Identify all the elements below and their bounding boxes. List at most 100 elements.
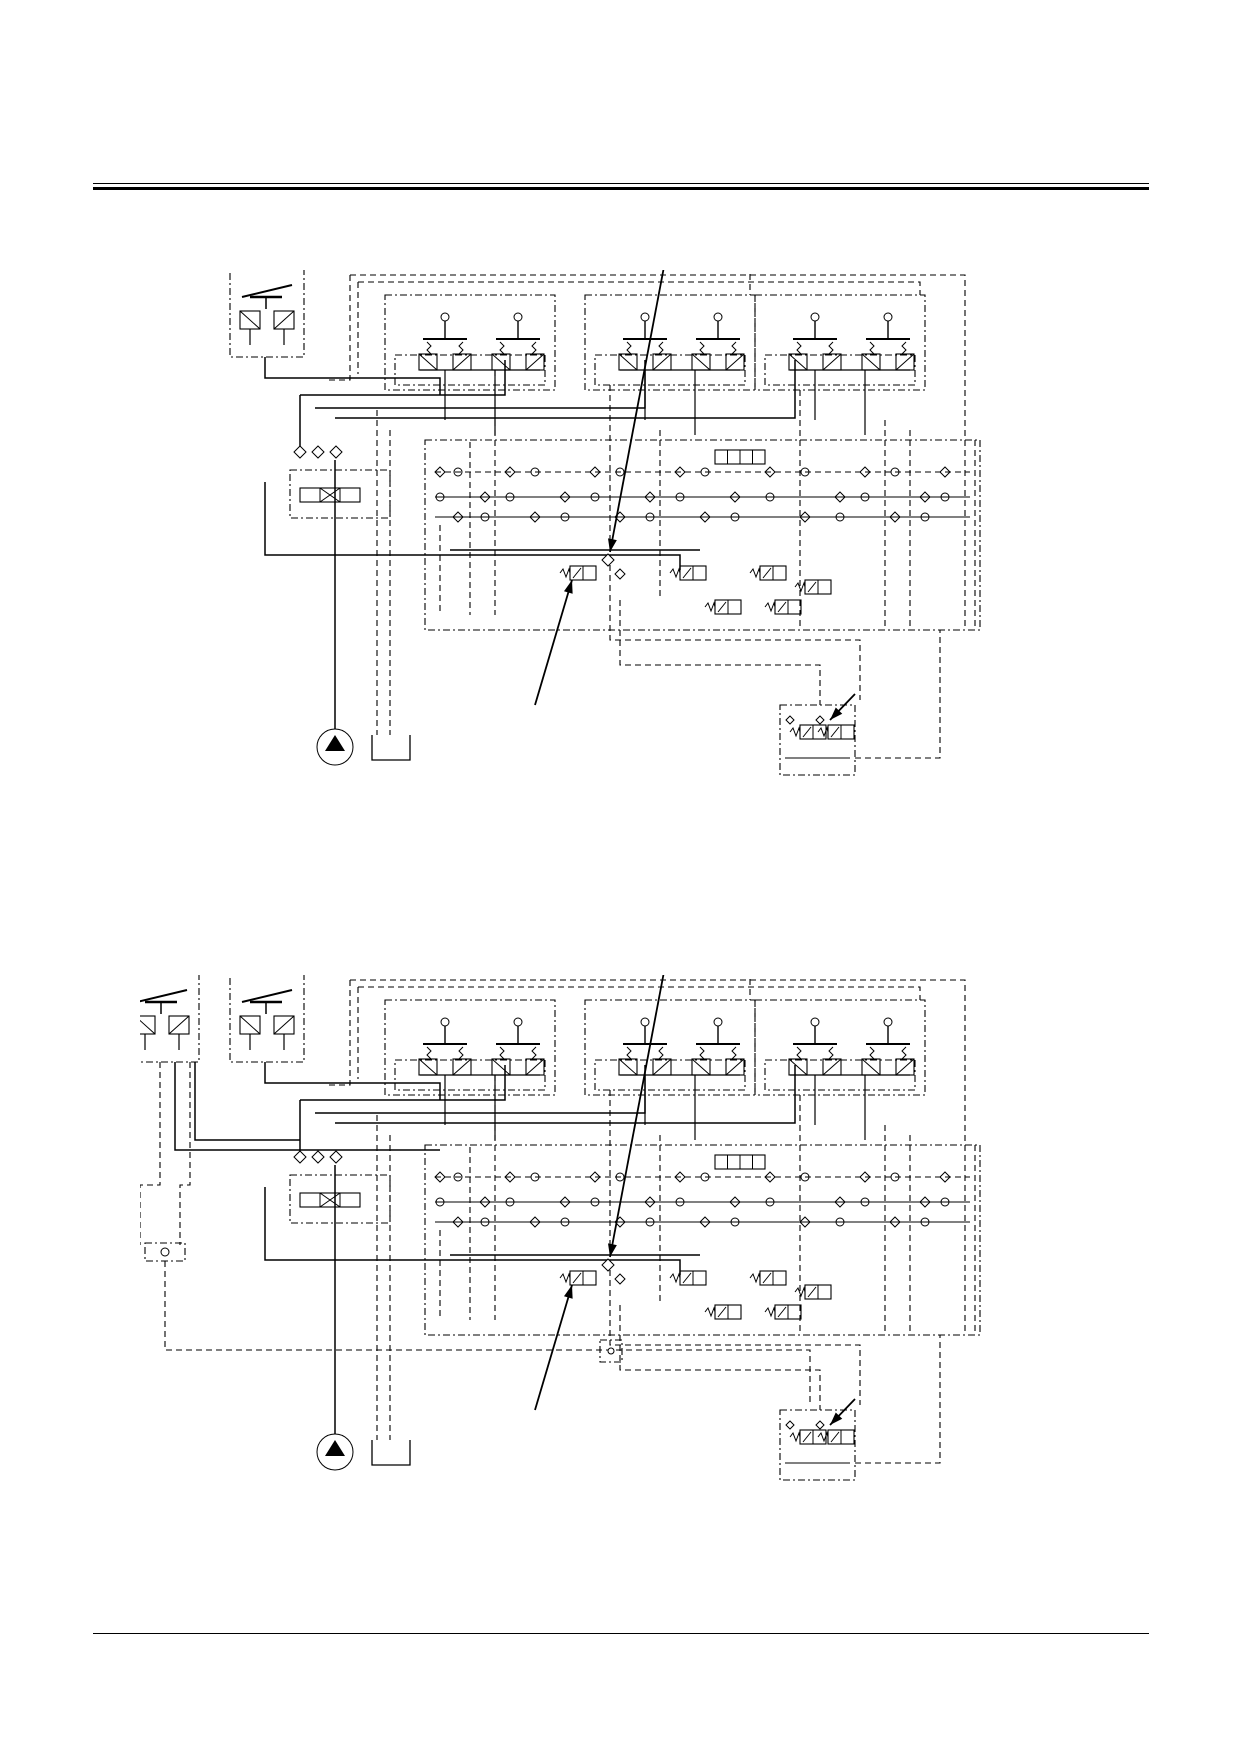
pressure-line — [682, 1272, 692, 1284]
joystick-1b-knob — [513, 1017, 523, 1027]
callout-arrow-bottom — [534, 579, 573, 706]
junction-box — [599, 1339, 623, 1363]
pressure-line — [319, 487, 341, 503]
pressure-line — [572, 1272, 582, 1284]
accessory-solenoid-1-spring — [789, 1431, 801, 1443]
solenoid-valve-3-spring — [749, 1272, 761, 1284]
joystick-1b-spring-l — [499, 341, 505, 355]
pilot-pedal-a-valve-left-mark — [239, 1015, 261, 1035]
solenoid-valve-4-spring — [794, 1286, 806, 1298]
pilot-pedal-a-valve-right-mark — [273, 310, 295, 330]
joystick-2b-spring-l — [699, 341, 705, 355]
pressure-line — [491, 353, 511, 371]
pressure-line — [861, 353, 881, 371]
pressure-line — [717, 1306, 727, 1318]
check-valve-symbol — [614, 1273, 626, 1285]
solenoid-valve-4-spring — [794, 581, 806, 593]
pressure-line — [895, 1058, 915, 1076]
joystick-3a-spring-r — [828, 341, 834, 355]
pressure-line — [861, 1058, 881, 1076]
pilot-line — [609, 1090, 861, 1405]
joystick-1a-spring-r — [458, 1046, 464, 1060]
pressure-line — [264, 1062, 441, 1100]
pilot-line — [140, 1062, 161, 1245]
header-rule-thin — [93, 183, 1149, 184]
pilot-line — [609, 385, 861, 700]
tank-symbol — [371, 735, 411, 761]
joystick-2b-knob — [713, 312, 723, 322]
pressure-line — [802, 1431, 812, 1443]
pressure-line — [335, 360, 796, 419]
pressure-line — [762, 567, 772, 579]
pressure-line — [652, 353, 672, 371]
solenoid-valve-5-spring — [704, 601, 716, 613]
accessory-solenoid-1-spring — [789, 726, 801, 738]
pressure-line — [830, 726, 840, 738]
pressure-line — [822, 1058, 842, 1076]
pilot-line — [619, 600, 821, 705]
pilot-pedal-b-valve-right-mark — [168, 1015, 190, 1035]
callout-arrow-bottom-head — [563, 1285, 573, 1299]
pilot-pedal-a-lever — [241, 989, 293, 1003]
pressure-line — [777, 601, 787, 613]
pressure-line — [802, 726, 812, 738]
pressure-line — [725, 1058, 745, 1076]
solenoid-valve-1-spring — [559, 567, 571, 579]
pressure-line — [691, 1058, 711, 1076]
joystick-2b-spring-r — [731, 1046, 737, 1060]
schematic-svg-upper — [229, 270, 981, 776]
joystick-group-1 — [384, 999, 556, 1096]
pilot-line — [619, 1305, 821, 1410]
solenoid-valve-1-spring — [559, 1272, 571, 1284]
check-valve-symbol — [815, 715, 825, 725]
pilot-pedal-b-valve-left-mark — [140, 1019, 156, 1035]
tank-symbol — [371, 1440, 411, 1466]
check-valve-symbol — [785, 715, 795, 725]
hydraulic-schematic-upper — [140, 270, 1115, 890]
pilot-pedal-a-valve-right-mark — [273, 1015, 295, 1035]
pressure-line — [300, 360, 506, 396]
pilot-line — [350, 274, 966, 630]
solenoid-valve-5-spring — [704, 1306, 716, 1318]
pilot-pedal-b-lever — [140, 989, 188, 1003]
joystick-3a-knob — [810, 1017, 820, 1027]
callout-arrow-bottom-head — [563, 580, 573, 594]
joystick-2b-knob — [713, 1017, 723, 1027]
joystick-1a-spring-l — [426, 341, 432, 355]
joystick-3a-spring-l — [796, 1046, 802, 1060]
pressure-line — [717, 601, 727, 613]
joystick-2a-spring-r — [658, 1046, 664, 1060]
control-valve-manifold — [424, 439, 981, 631]
pressure-line — [315, 1065, 646, 1114]
callout-arrow-accessory-head — [830, 707, 843, 720]
callout-arrow-bottom — [534, 1284, 573, 1411]
pilot-line — [164, 1261, 811, 1405]
check-valve-symbol — [329, 445, 343, 459]
joystick-3a-spring-r — [828, 1046, 834, 1060]
pressure-line — [315, 360, 646, 409]
solenoid-valve-2-spring — [669, 1272, 681, 1284]
pilot-line — [350, 979, 966, 1335]
accessory-valve-box — [779, 704, 856, 776]
pressure-line — [807, 581, 817, 593]
pressure-line — [525, 1058, 545, 1076]
pressure-line — [618, 1058, 638, 1076]
pressure-line — [725, 353, 745, 371]
pressure-line — [264, 482, 438, 556]
accessory-solenoid-2-spring — [817, 726, 829, 738]
joystick-1a-knob — [440, 312, 450, 322]
callout-arrow-top — [609, 975, 665, 1258]
pilot-pedal-a-valve-left-mark — [239, 310, 261, 330]
pressure-line — [777, 1306, 787, 1318]
joystick-1b-spring-l — [499, 1046, 505, 1060]
check-valve-symbol — [293, 1150, 307, 1164]
shuttle-valve-focus — [601, 553, 615, 567]
joystick-3b-knob — [883, 1017, 893, 1027]
pressure-line — [319, 1192, 341, 1208]
pilot-pedal-a-frame — [229, 975, 305, 1063]
check-valve-symbol — [329, 1150, 343, 1164]
pressure-line — [618, 353, 638, 371]
pilot-line — [855, 630, 941, 759]
solenoid-valve-6-spring — [764, 1306, 776, 1318]
joystick-3b-knob — [883, 312, 893, 322]
